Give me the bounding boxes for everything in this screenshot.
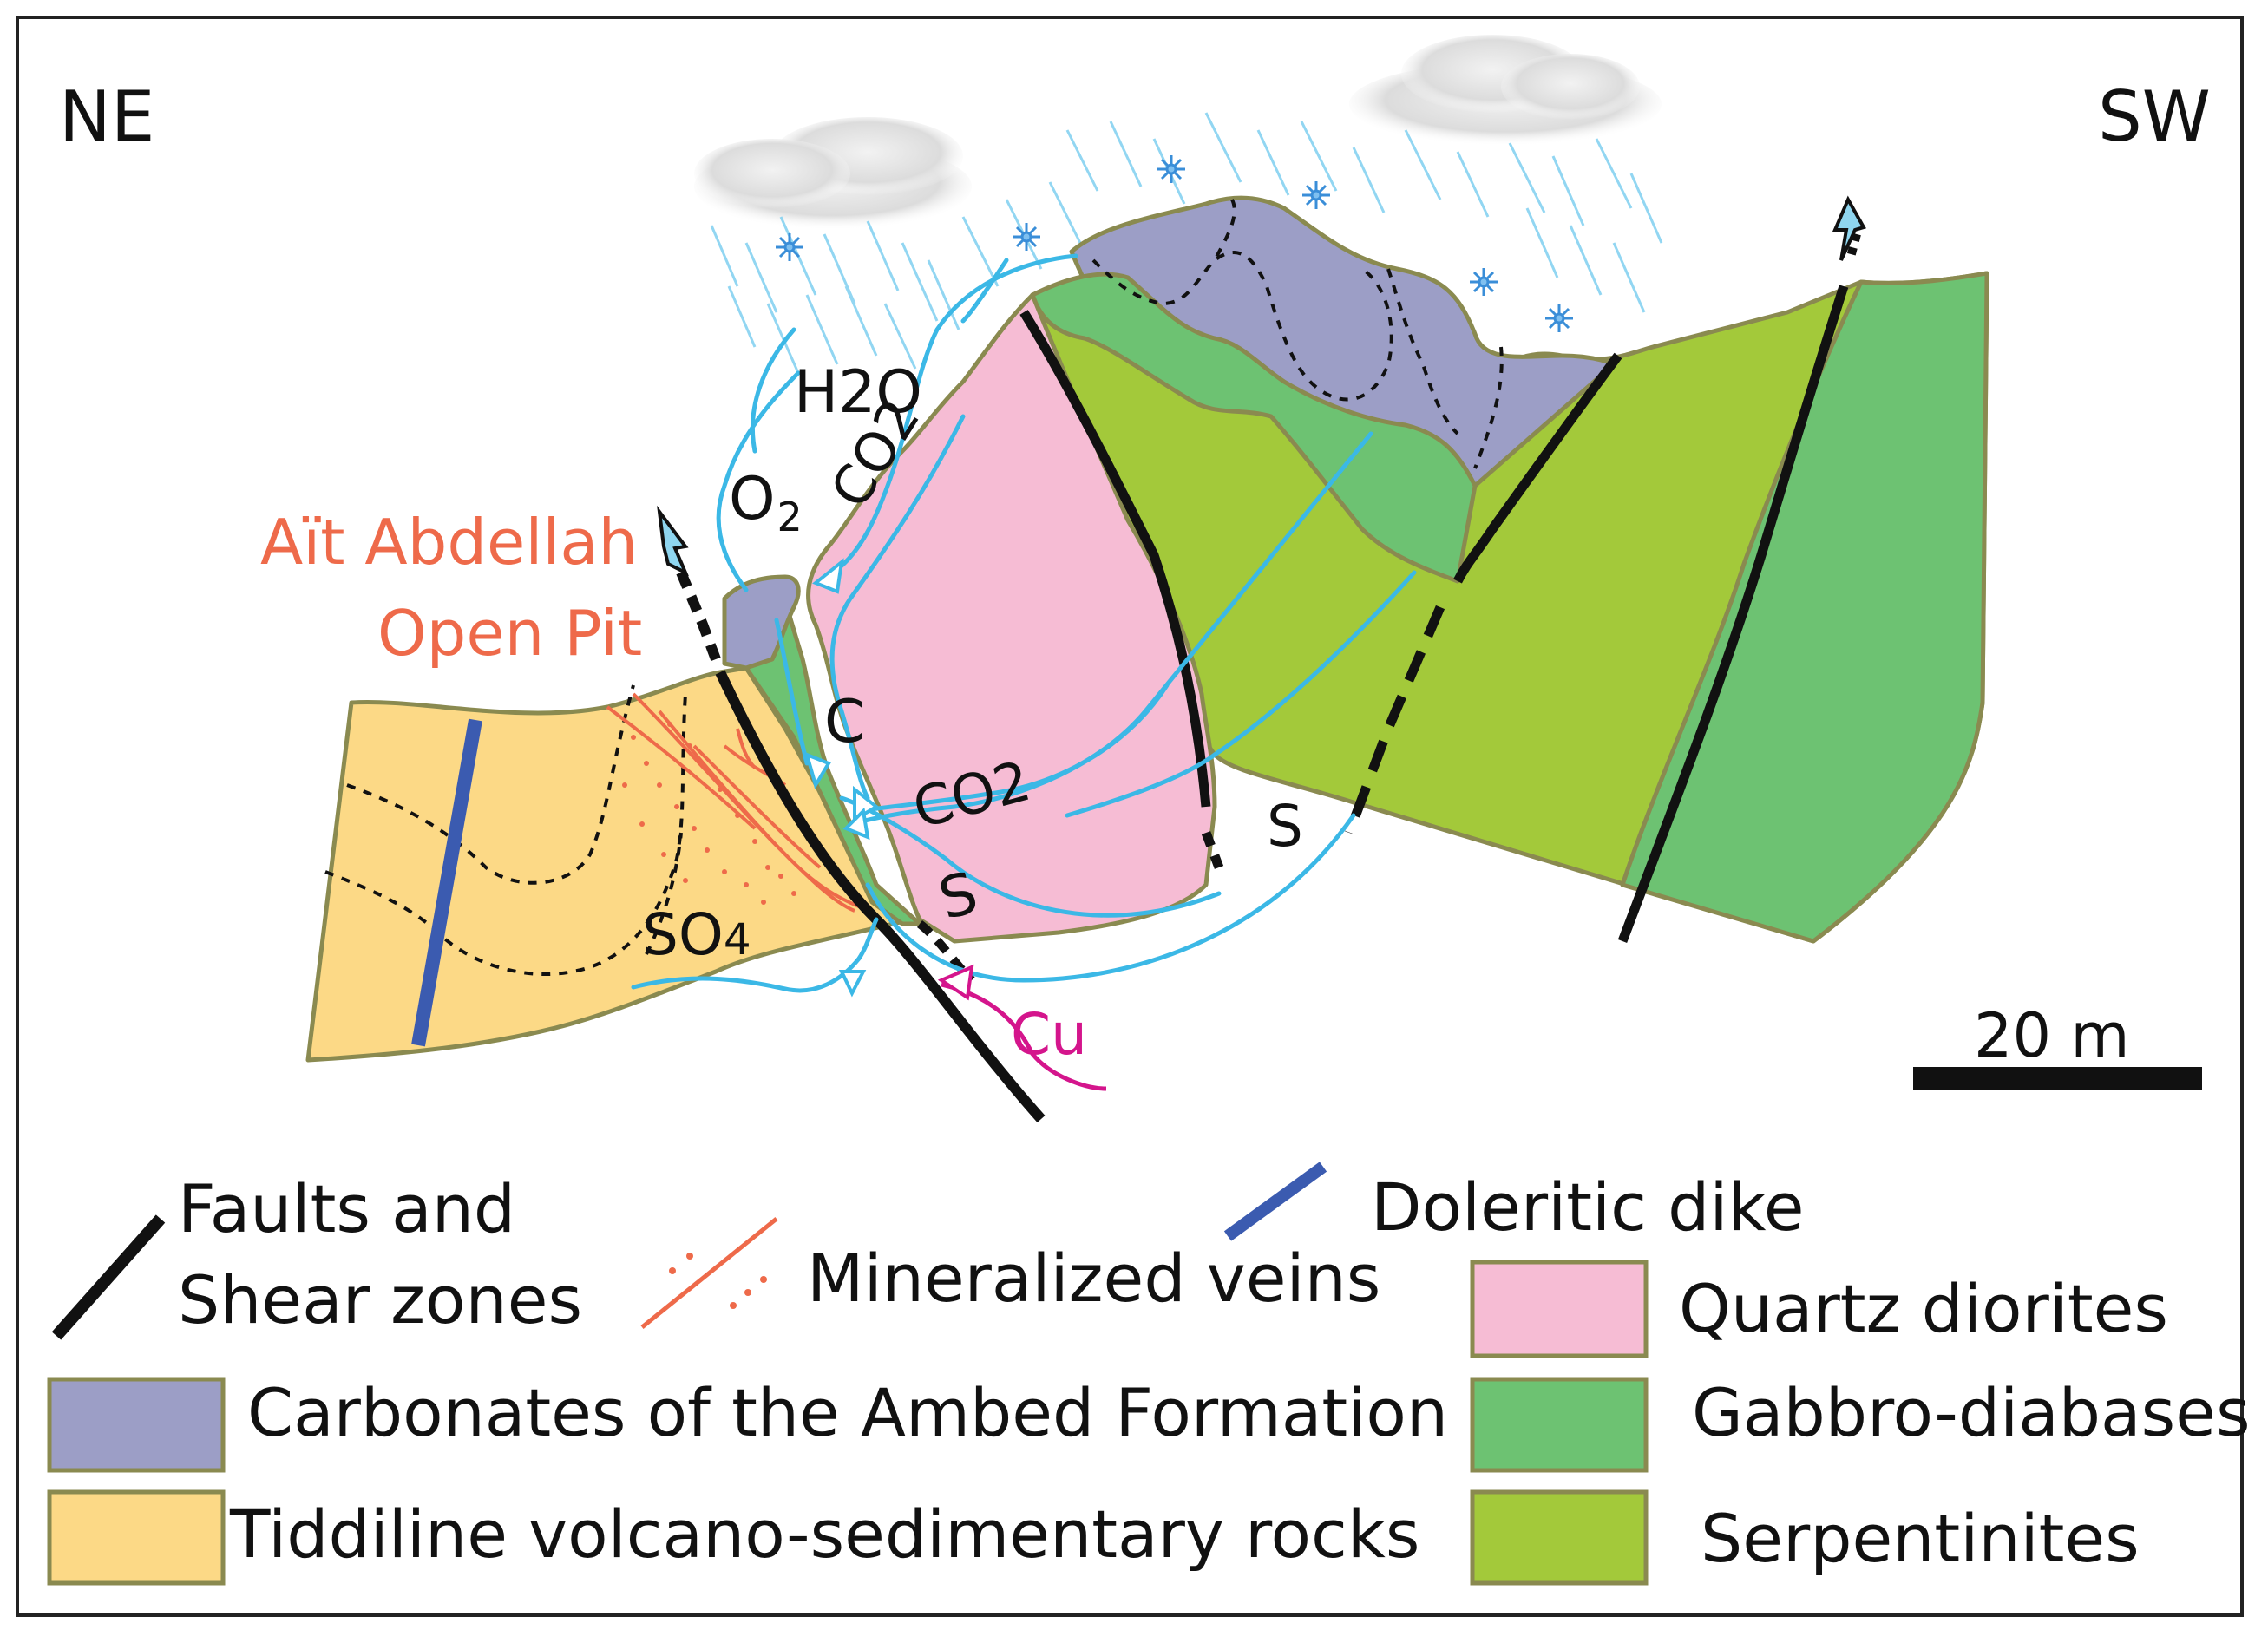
legend-swatch-serpentinites xyxy=(1470,1489,1649,1586)
arrow-up-icon xyxy=(1832,195,1866,261)
orientation-sw: SW xyxy=(2098,76,2211,157)
rain-streaks xyxy=(710,112,1663,374)
cloud-icon xyxy=(1349,35,1662,146)
legend-fault-symbol xyxy=(51,1214,166,1340)
legend-carbonates-label: Carbonates of the Ambed Formation xyxy=(247,1374,1448,1451)
label-cu: Cu xyxy=(1011,1001,1087,1068)
site-label-line2: Open Pit xyxy=(377,597,642,670)
orientation-ne: NE xyxy=(59,76,154,157)
legend-tiddiline-label: Tiddiline volcano-sedimentary rocks xyxy=(229,1495,1419,1573)
label-o2: O2 xyxy=(729,465,803,540)
legend-serpentinites-label: Serpentinites xyxy=(1701,1500,2140,1577)
legend-veins-label: Mineralized veins xyxy=(807,1240,1380,1317)
legend-quartz-label: Quartz diorites xyxy=(1679,1270,2168,1347)
site-label-line1: Aït Abdellah xyxy=(260,506,638,579)
copper-arrowhead xyxy=(937,964,974,1001)
cloud-icon xyxy=(694,117,972,230)
legend-gabbro-label: Gabbro-diabases xyxy=(1692,1374,2251,1451)
unit-gabbro-sw xyxy=(1620,271,1989,944)
unit-tiddiline xyxy=(305,665,914,1063)
scale-bar xyxy=(1913,1067,2202,1090)
arrow-up-icon xyxy=(657,505,689,577)
fluid-arrowheads xyxy=(803,558,880,998)
legend-dike-symbol xyxy=(1223,1162,1327,1241)
doleritic-dike-trace xyxy=(411,718,482,1047)
label-so4: SO4 xyxy=(642,901,751,968)
fluid-paths xyxy=(631,253,1417,993)
label-h2o: H2O xyxy=(794,358,922,427)
label-s-right: S xyxy=(1267,793,1303,860)
unit-carbonates-block xyxy=(722,574,801,671)
copper-path xyxy=(941,982,1107,1091)
legend-swatch-tiddiline xyxy=(47,1489,226,1586)
legend: Faults and Shear zones Mineralized veins… xyxy=(47,1162,2251,1586)
scale-bar-label: 20 m xyxy=(1974,1000,2130,1071)
vein-dots xyxy=(622,722,796,905)
figure-frame xyxy=(16,16,2244,1617)
snowflake-icon xyxy=(776,155,1573,332)
legend-swatch-gabbro xyxy=(1470,1377,1649,1473)
bedding-traces xyxy=(324,199,1504,976)
legend-dike-label: Doleritic dike xyxy=(1371,1168,1805,1246)
legend-swatch-quartz xyxy=(1470,1260,1649,1358)
legend-faults-line2: Shear zones xyxy=(178,1261,582,1338)
legend-swatch-carbonates xyxy=(47,1377,226,1473)
label-c: C xyxy=(824,688,865,756)
legend-vein-symbol xyxy=(640,1217,778,1329)
legend-faults-line1: Faults and xyxy=(178,1170,515,1247)
